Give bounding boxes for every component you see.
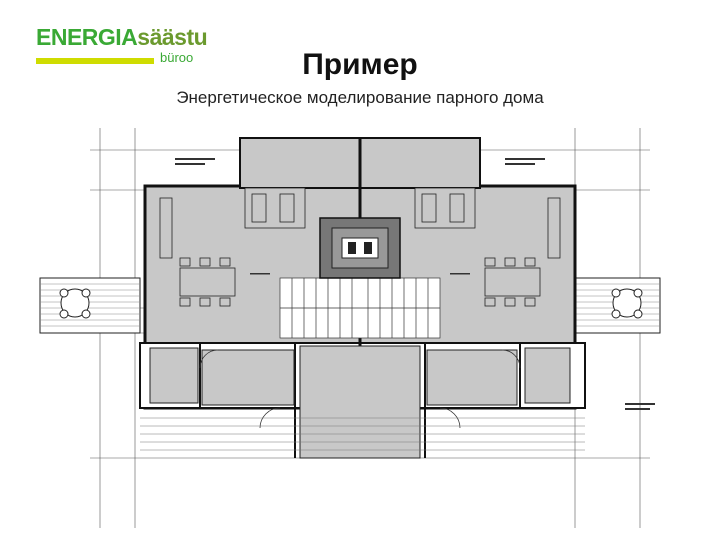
lower-rooms xyxy=(149,345,571,459)
staircase xyxy=(279,277,441,339)
slide-subtitle: Энергетическое моделирование парного дом… xyxy=(176,88,544,107)
fireplace xyxy=(319,217,401,279)
energiasaastu-logo: ENERGIAsäästu büroo xyxy=(36,24,208,65)
left-terrace xyxy=(39,277,141,334)
furniture-left xyxy=(159,187,306,307)
logo-wordmark: ENERGIAsäästu xyxy=(36,24,208,51)
logo-part-1: ENERGIA xyxy=(36,24,138,50)
logo-part-2: säästu xyxy=(137,24,208,50)
slide-title: Пример xyxy=(302,48,418,81)
annotation-marks xyxy=(175,158,655,410)
bottom-hatching xyxy=(140,417,585,451)
door-swings xyxy=(199,349,521,429)
floor-plan-svg xyxy=(39,128,661,528)
logo-subtext: büroo xyxy=(160,50,194,65)
logo-bar xyxy=(36,58,154,64)
furniture-right xyxy=(414,187,561,307)
floor-plan-drawing xyxy=(30,128,670,528)
right-terrace xyxy=(559,277,661,334)
